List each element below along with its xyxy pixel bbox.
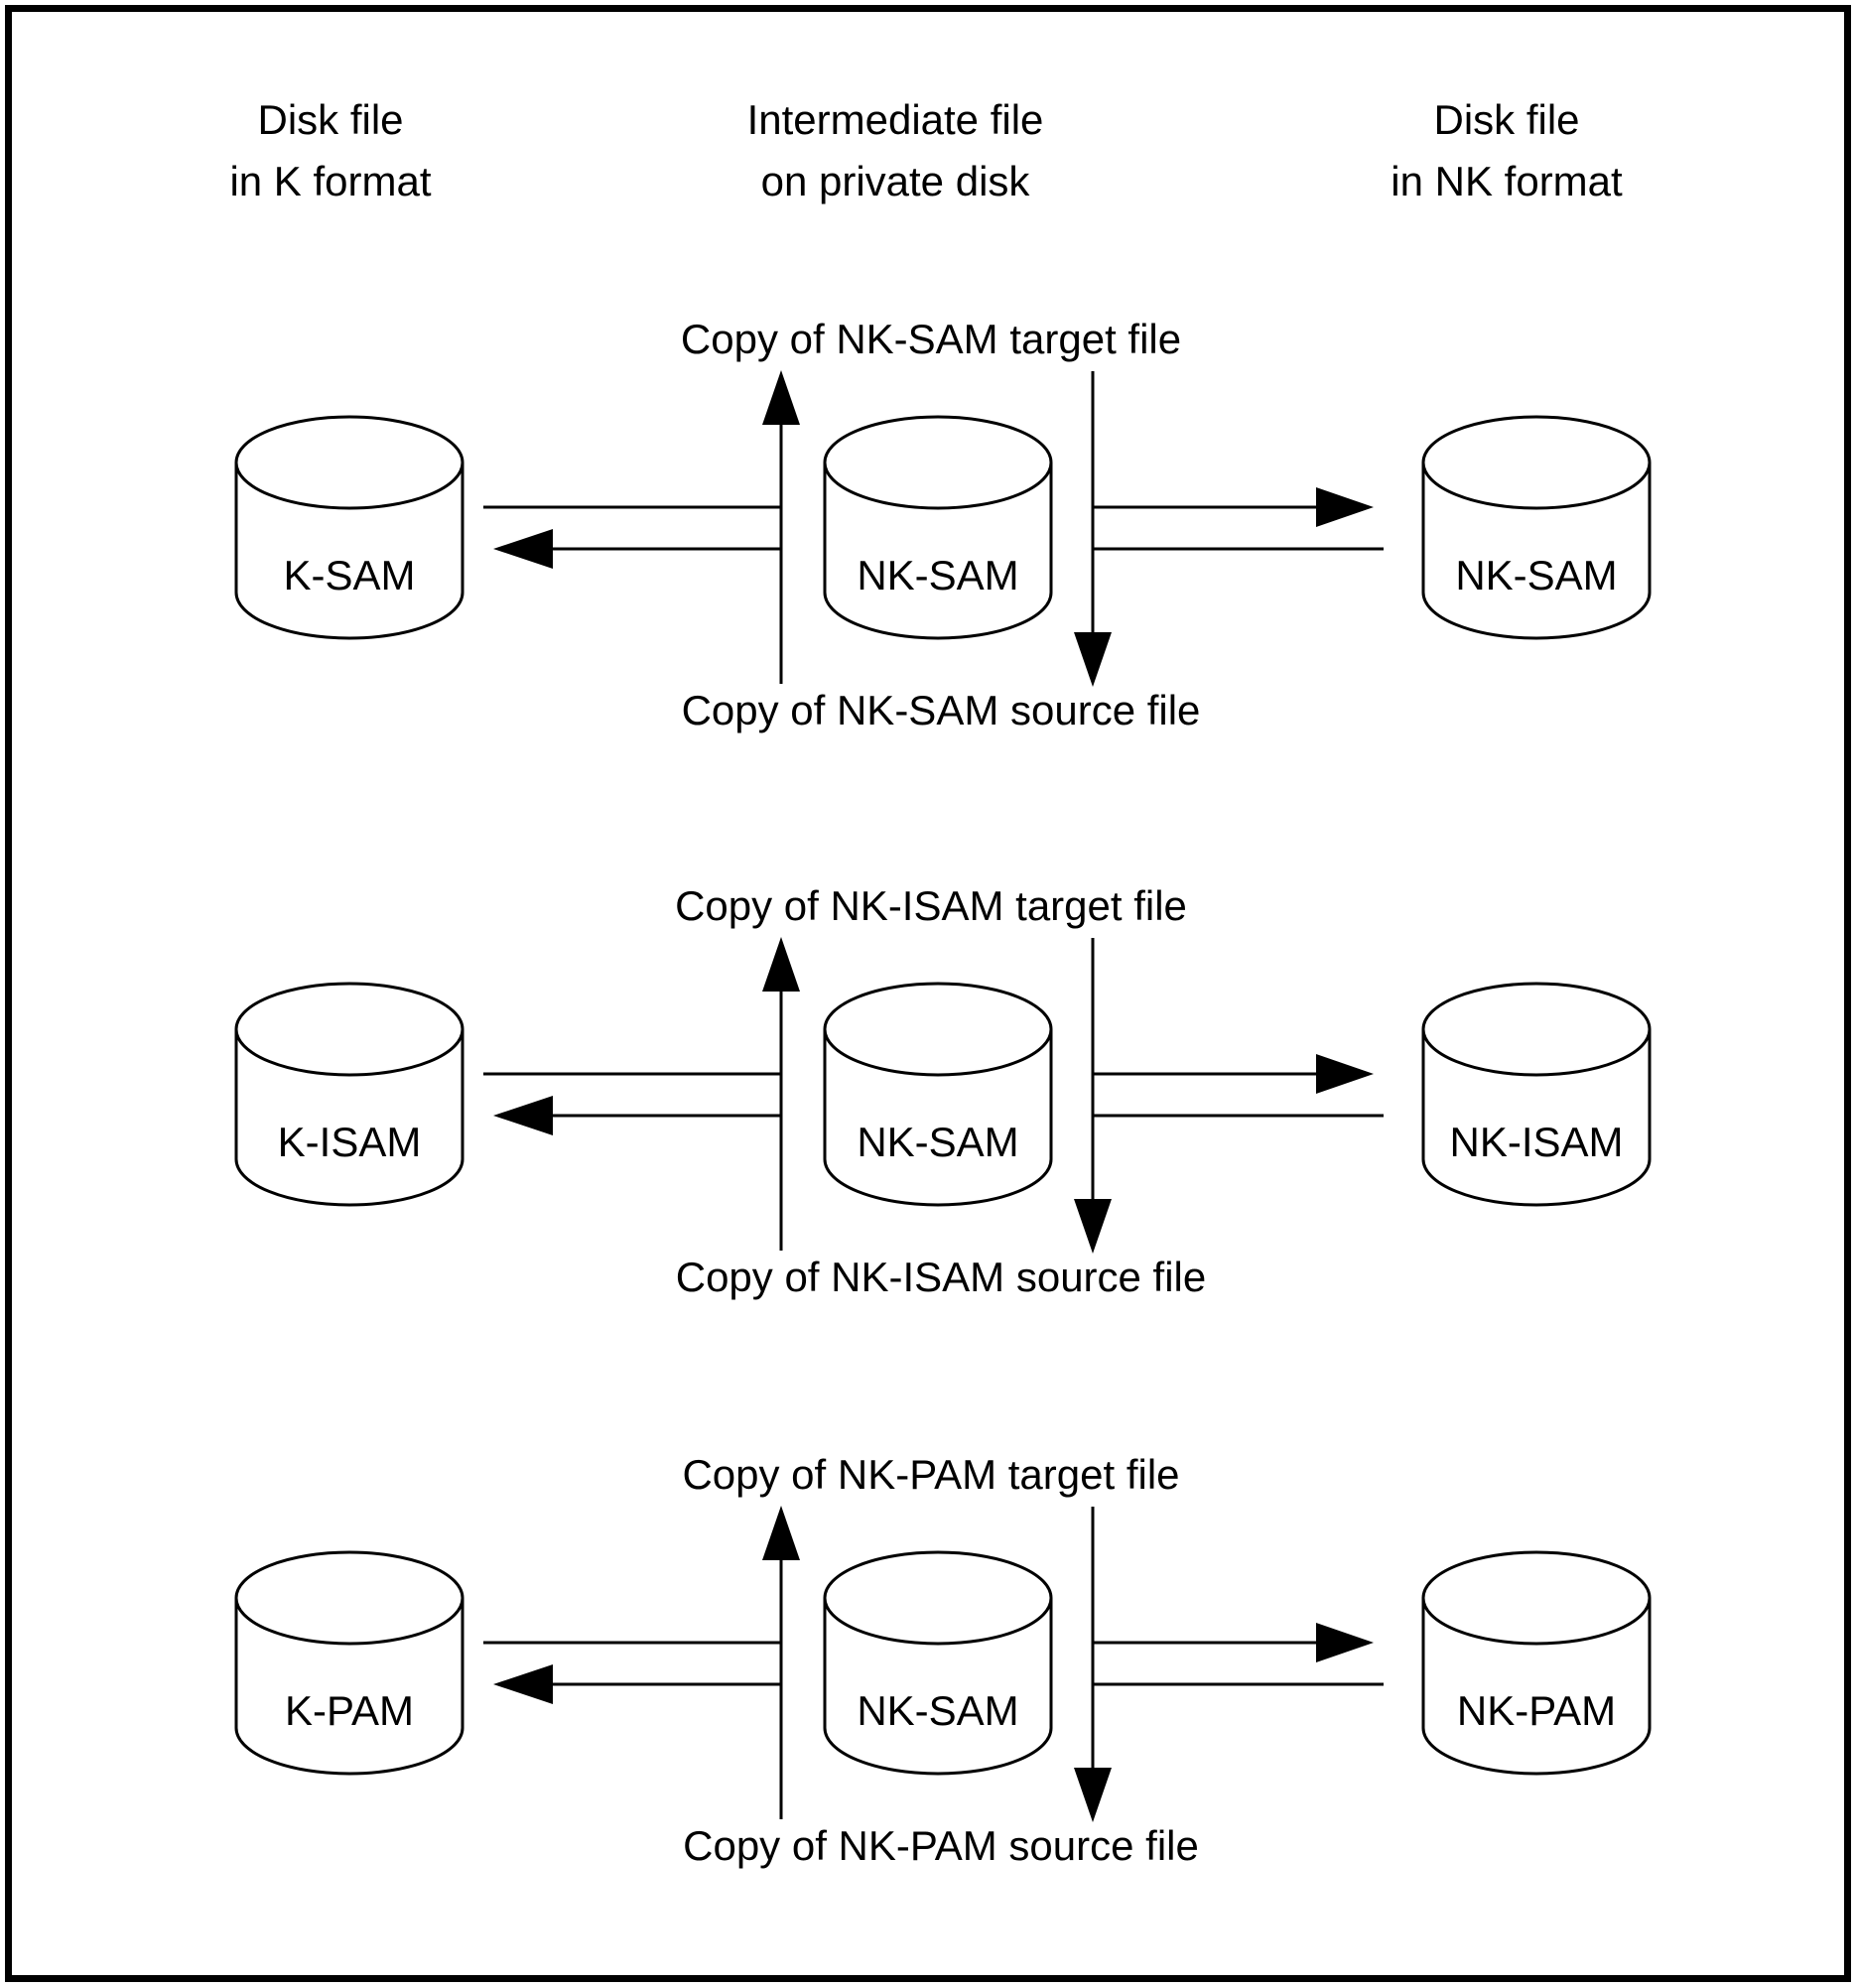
row-isam: Copy of NK-ISAM target file Copy of NK-I… (234, 882, 1652, 1300)
right-disk-label: NK-SAM (1455, 552, 1617, 598)
arrowhead-up-icon (762, 1506, 800, 1560)
disk-cylinder-icon: NK-SAM (823, 1550, 1053, 1776)
middle-disk-label: NK-SAM (857, 1119, 1018, 1165)
source-copy-label: Copy of NK-SAM source file (682, 687, 1201, 733)
header-right-line1: Disk file (1433, 96, 1579, 143)
column-headers: Disk file in K format Intermediate file … (229, 96, 1623, 204)
arrowhead-down-icon (1074, 632, 1112, 687)
middle-disk-label: NK-SAM (857, 1687, 1018, 1734)
left-disk-label: K-SAM (283, 552, 415, 598)
disk-cylinder-icon: NK-SAM (823, 982, 1053, 1207)
disk-cylinder-icon: NK-SAM (1421, 415, 1652, 640)
arrowhead-right-icon (1316, 1054, 1374, 1094)
disk-cylinder-icon: NK-ISAM (1421, 982, 1652, 1207)
target-copy-label: Copy of NK-SAM target file (681, 316, 1181, 362)
arrowhead-right-icon (1316, 1623, 1374, 1662)
arrowhead-up-icon (762, 370, 800, 425)
flow-arrows (483, 937, 1384, 1254)
source-copy-label: Copy of NK-PAM source file (683, 1822, 1199, 1869)
header-left-line2: in K format (229, 158, 431, 204)
row-sam: Copy of NK-SAM target file Copy of NK-SA… (234, 316, 1652, 733)
header-center-line2: on private disk (761, 158, 1031, 204)
disk-cylinder-icon: K-ISAM (234, 982, 464, 1207)
target-copy-label: Copy of NK-PAM target file (682, 1451, 1179, 1498)
arrowhead-down-icon (1074, 1768, 1112, 1822)
arrowhead-down-icon (1074, 1199, 1112, 1254)
middle-disk-label: NK-SAM (857, 552, 1018, 598)
header-center-line1: Intermediate file (747, 96, 1044, 143)
arrowhead-left-icon (493, 529, 553, 569)
right-disk-label: NK-PAM (1457, 1687, 1616, 1734)
arrowhead-up-icon (762, 937, 800, 992)
target-copy-label: Copy of NK-ISAM target file (675, 882, 1187, 929)
header-left-line1: Disk file (257, 96, 403, 143)
disk-cylinder-icon: K-PAM (234, 1550, 464, 1776)
disk-cylinder-icon: K-SAM (234, 415, 464, 640)
disk-cylinder-icon: NK-SAM (823, 415, 1053, 640)
row-pam: Copy of NK-PAM target file Copy of NK-PA… (234, 1451, 1652, 1869)
flow-arrows (483, 1506, 1384, 1822)
page-border (5, 5, 1851, 1982)
arrowhead-left-icon (493, 1664, 553, 1704)
right-disk-label: NK-ISAM (1449, 1119, 1623, 1165)
flow-arrows (483, 370, 1384, 687)
left-disk-label: K-ISAM (278, 1119, 422, 1165)
disk-cylinder-icon: NK-PAM (1421, 1550, 1652, 1776)
source-copy-label: Copy of NK-ISAM source file (676, 1254, 1207, 1300)
header-right-line2: in NK format (1391, 158, 1623, 204)
arrowhead-right-icon (1316, 487, 1374, 527)
arrowhead-left-icon (493, 1096, 553, 1135)
left-disk-label: K-PAM (285, 1687, 414, 1734)
